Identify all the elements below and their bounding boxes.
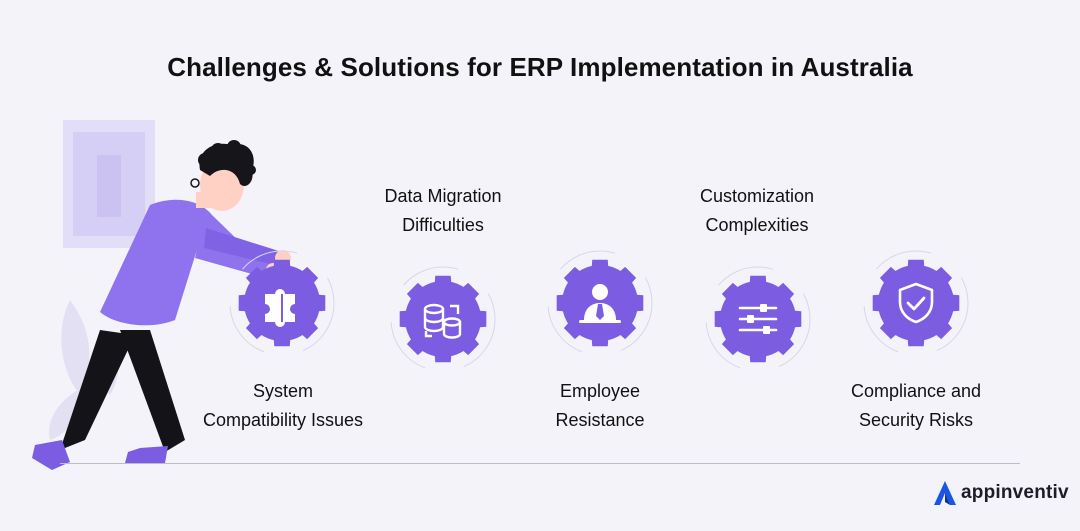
puzzle-icon bbox=[265, 289, 295, 327]
gear-shape bbox=[390, 266, 496, 372]
gear-system-compatibility bbox=[227, 248, 337, 358]
sliders-icon bbox=[738, 304, 778, 334]
gear-compliance-security bbox=[861, 248, 971, 358]
step-label-line2: Security Risks bbox=[858, 410, 974, 430]
gear-shape bbox=[705, 266, 811, 372]
step-label-customization: Customization Complexities bbox=[647, 182, 867, 240]
gear-shape bbox=[547, 250, 653, 356]
step-label-line1: Data Migration bbox=[384, 186, 502, 206]
gear-employee-resistance bbox=[545, 248, 655, 358]
step-label-line1: Compliance and bbox=[850, 381, 982, 401]
step-label-compliance-security: Compliance and Security Risks bbox=[806, 377, 1026, 435]
step-label-line2: Difficulties bbox=[402, 215, 484, 235]
brand-logo: appinventiv bbox=[933, 478, 1069, 508]
database-sync-icon bbox=[423, 303, 462, 339]
step-label-line1: Employee bbox=[559, 381, 641, 401]
shield-check-icon bbox=[898, 282, 934, 324]
gear-data-migration bbox=[388, 264, 498, 374]
gear-shape bbox=[863, 250, 969, 356]
gear-shape bbox=[229, 250, 335, 356]
gear-customization bbox=[703, 264, 813, 374]
employee-icon bbox=[579, 284, 621, 323]
brand-name: appinventiv bbox=[961, 482, 1069, 503]
step-label-data-migration: Data Migration Difficulties bbox=[333, 182, 553, 240]
step-label-line2: Compatibility Issues bbox=[202, 410, 364, 430]
step-label-line1: System bbox=[252, 381, 313, 401]
floor-line bbox=[60, 463, 1020, 464]
step-label-line1: Customization bbox=[699, 186, 815, 206]
step-label-line2: Resistance bbox=[555, 410, 645, 430]
page-title: Challenges & Solutions for ERP Implement… bbox=[167, 52, 913, 82]
step-label-employee-resistance: Employee Resistance bbox=[490, 377, 710, 435]
appinventiv-logo-icon bbox=[934, 481, 956, 505]
step-label-line2: Complexities bbox=[705, 215, 809, 235]
step-label-system-compatibility: System Compatibility Issues bbox=[173, 377, 393, 435]
